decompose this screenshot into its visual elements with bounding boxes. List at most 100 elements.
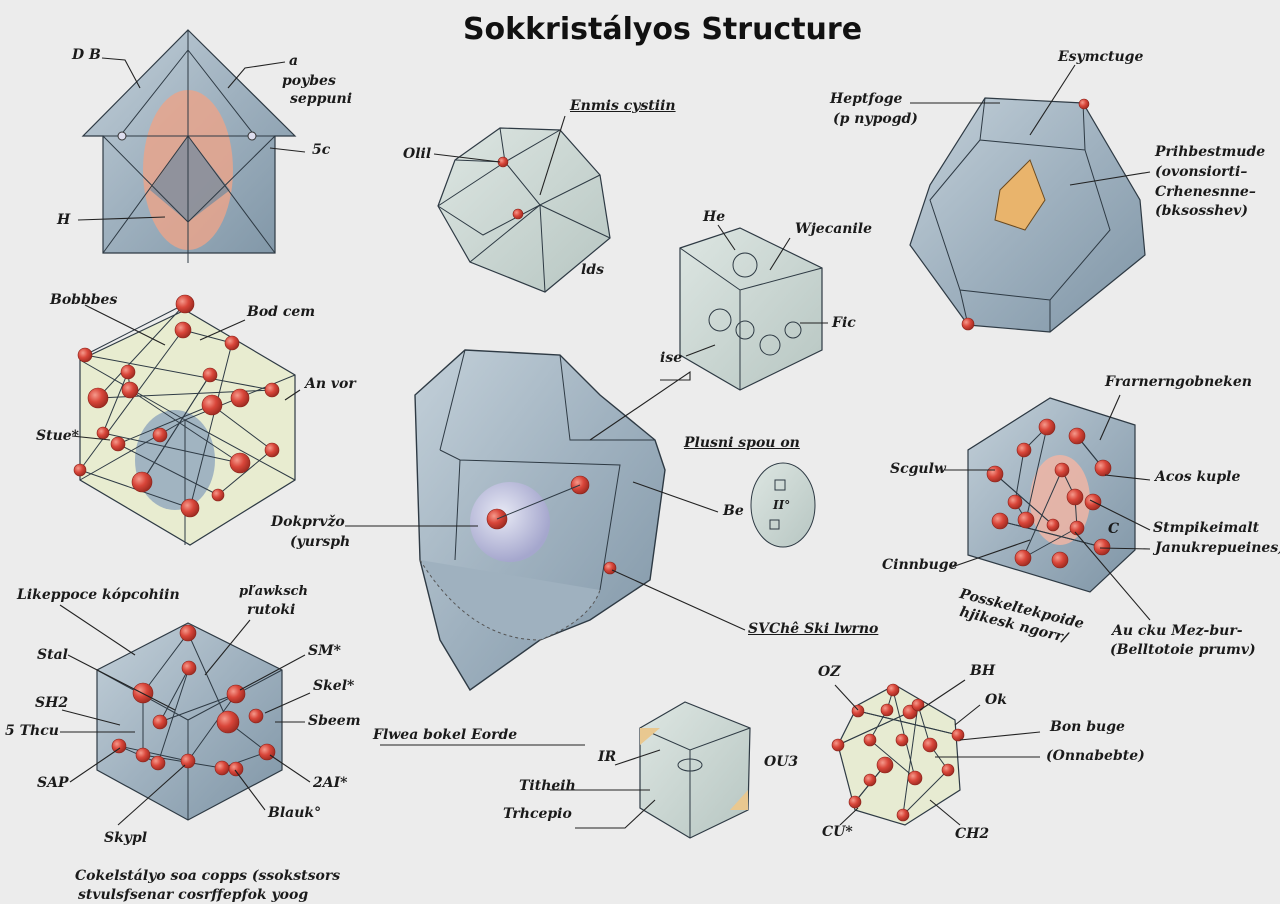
label-stal: Stal (37, 647, 68, 663)
label-ii: II° (773, 498, 791, 512)
crystal-hexagon-bottom-left (96, 622, 283, 821)
label-trhcepio: Trhcepio (503, 806, 572, 822)
bond-line (187, 693, 237, 762)
label-olil: Olil (403, 146, 432, 162)
bond-line (837, 711, 911, 746)
label-prihbestmude-4: (bksosshev) (1155, 203, 1248, 219)
label-an-vor: An vor (305, 376, 356, 392)
crystal-central-large (414, 349, 666, 692)
bond-line (102, 432, 241, 464)
bond-line (217, 449, 273, 496)
label-scgulw: Scgulw (890, 461, 946, 477)
label-poybes: poybes (282, 73, 336, 89)
atom (150, 755, 166, 771)
atom (831, 738, 845, 752)
bond-line (189, 342, 233, 509)
label-fic: Fic (832, 315, 856, 331)
atom (264, 382, 280, 398)
label-plawksch-1: pľawksch (239, 584, 308, 599)
atom (1054, 462, 1070, 478)
atom (224, 335, 240, 351)
atom (876, 756, 894, 774)
atom (1038, 418, 1056, 436)
crystal-atom-cube-right (968, 398, 1136, 593)
atom (1069, 520, 1085, 536)
atom (216, 710, 240, 734)
label-cinnbuge: Cinnbuge (882, 557, 958, 573)
bond-line (79, 329, 184, 471)
atom (131, 471, 153, 493)
label-2ai: 2AI* (313, 775, 348, 791)
label-bon-buge: Bon buge (1050, 719, 1125, 735)
atom (152, 714, 168, 730)
atom (863, 773, 877, 787)
label-oz: OZ (818, 664, 841, 680)
label-plusni-spou-on: Plusni spou on (684, 435, 800, 451)
crystal-hexagonal-prism (909, 97, 1146, 333)
label-acos-kuple: Acos kuple (1155, 469, 1241, 485)
atom (880, 703, 894, 717)
label-flwea-bokel-eorde: Flwea bokel Eorde (373, 727, 518, 743)
label-dokprvzo-1: Dokprvžo (271, 514, 345, 530)
atom (1094, 459, 1112, 477)
label-frarnerngobneken: Frarnerngobneken (1105, 374, 1252, 390)
atom (848, 795, 862, 809)
label-stmpikeimalt-2: Janukrepueines) (1155, 540, 1280, 556)
label-bh: BH (970, 663, 996, 679)
atom (180, 498, 200, 518)
label-sap: SAP (37, 775, 69, 791)
label-prihbestmude-1: Prihbestmude (1155, 144, 1266, 160)
atom (258, 743, 276, 761)
atom (1007, 494, 1023, 510)
label-db: D B (72, 47, 101, 63)
label-ir: IR (598, 749, 617, 765)
label-ou3: OU3 (764, 754, 799, 770)
label-au-cku-1: Au cku Mez-bur- (1112, 623, 1243, 639)
leader-lines (59, 57, 1151, 829)
atom (886, 683, 900, 697)
bond-line (129, 389, 241, 464)
atom (181, 660, 197, 676)
atom (121, 381, 139, 399)
bond-line (892, 689, 916, 779)
atom (986, 465, 1004, 483)
atom (1014, 549, 1032, 567)
bond-line (159, 667, 190, 723)
atom (226, 684, 246, 704)
label-bobbbes: Bobbbes (50, 292, 118, 308)
atom (851, 704, 865, 718)
label-seppuni: seppuni (290, 91, 353, 107)
atom (951, 728, 965, 742)
bond-line (1022, 469, 1063, 559)
label-stmpikeimalt-1: Stmpikeimalt (1153, 520, 1260, 536)
atom (941, 763, 955, 777)
label-likeppoce: Likeppoce kópcohiin (17, 587, 180, 603)
atom (895, 733, 909, 747)
atom (1066, 488, 1084, 506)
atom (214, 760, 230, 776)
atom (911, 698, 925, 712)
crystal-polyhedron-bottom-right (831, 683, 965, 826)
atom (201, 394, 223, 416)
atom (922, 737, 938, 753)
atom (87, 387, 109, 409)
label-blauk: Blauk° (268, 805, 322, 821)
label-lds: lds (581, 262, 604, 278)
crystal-small-cube (639, 701, 751, 839)
label-bod-cem: Bod cem (247, 304, 316, 320)
label-h: H (57, 212, 71, 228)
label-c: C (1108, 521, 1120, 537)
label-esymctuge: Esymctuge (1058, 49, 1144, 65)
bond-line (84, 354, 273, 391)
atom (248, 708, 264, 724)
atom (1051, 551, 1069, 569)
bond-line (187, 632, 229, 723)
atom (96, 426, 110, 440)
atom (174, 321, 192, 339)
label-titheih: Titheih (519, 778, 576, 794)
crystal-small-pebble (750, 462, 816, 548)
label-nypogd: (p nypogd) (833, 111, 918, 127)
atom (896, 808, 910, 822)
label-heptfoge: Heptfoge (830, 91, 903, 107)
